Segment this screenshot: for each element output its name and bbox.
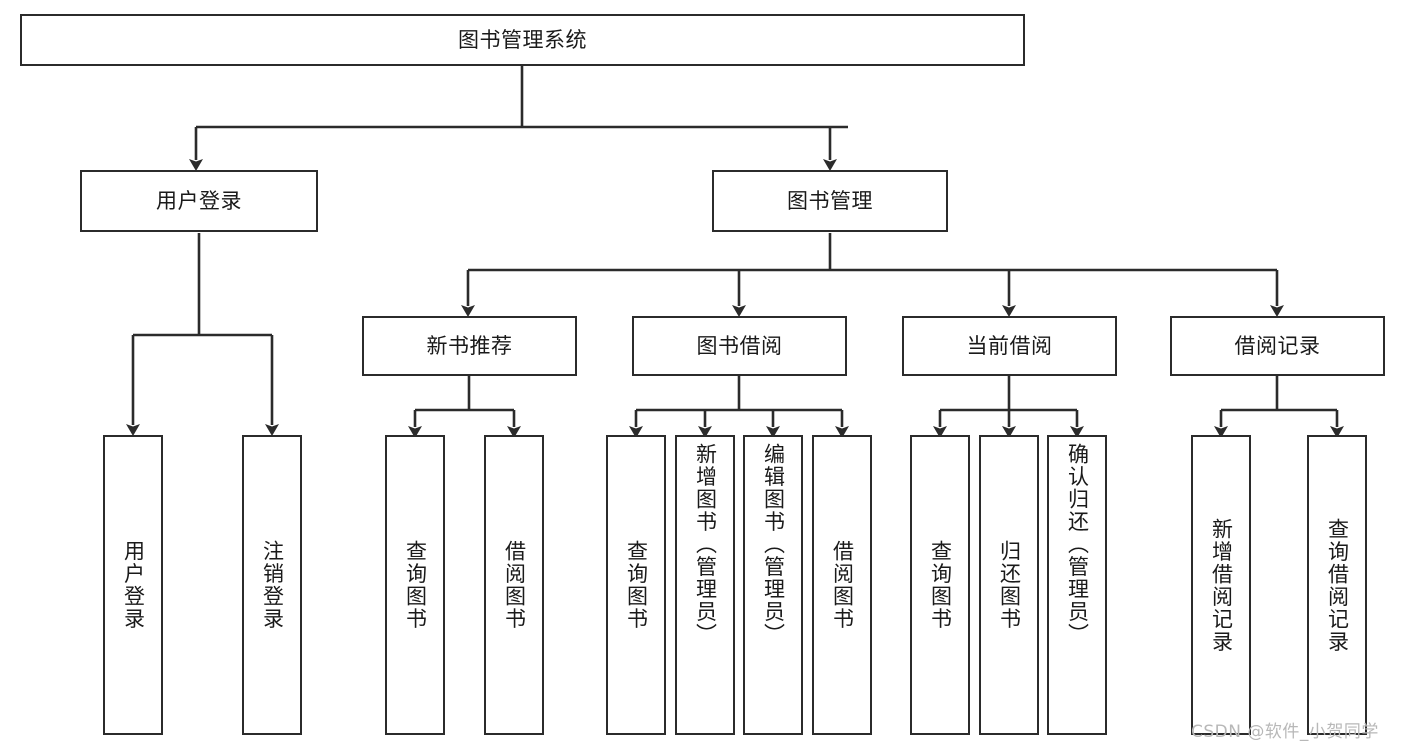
node-leaf-confirm-return-admin[interactable]: 确认归还（管理员） xyxy=(1047,435,1107,735)
node-borrow-record[interactable]: 借阅记录 xyxy=(1170,316,1385,376)
node-leaf-logout[interactable]: 注销登录 xyxy=(242,435,302,735)
node-leaf-add-book-admin[interactable]: 新增图书（管理员） xyxy=(675,435,735,735)
node-label: 用户登录 xyxy=(121,540,146,630)
node-label: 注销登录 xyxy=(260,540,285,630)
csdn-watermark: CSDN @软件_小贺同学 xyxy=(1191,722,1379,742)
node-leaf-query-book-current[interactable]: 查询图书 xyxy=(910,435,970,735)
node-label: 图书借阅 xyxy=(696,333,783,358)
node-label: 归还图书 xyxy=(997,540,1022,630)
node-leaf-return-book[interactable]: 归还图书 xyxy=(979,435,1039,735)
node-label: 图书管理系统 xyxy=(458,27,587,52)
node-label: 新增图书（管理员） xyxy=(693,443,718,646)
node-leaf-edit-book-admin[interactable]: 编辑图书（管理员） xyxy=(743,435,803,735)
node-leaf-query-borrow-record[interactable]: 查询借阅记录 xyxy=(1307,435,1367,735)
node-leaf-query-book-recommend[interactable]: 查询图书 xyxy=(385,435,445,735)
node-label: 查询借阅记录 xyxy=(1325,517,1350,653)
node-label: 查询图书 xyxy=(403,540,428,630)
node-label: 借阅记录 xyxy=(1234,333,1321,358)
node-leaf-borrow-book[interactable]: 借阅图书 xyxy=(812,435,872,735)
node-leaf-borrow-book-recommend[interactable]: 借阅图书 xyxy=(484,435,544,735)
node-leaf-query-book-borrow[interactable]: 查询图书 xyxy=(606,435,666,735)
node-label: 查询图书 xyxy=(624,540,649,630)
node-leaf-user-login[interactable]: 用户登录 xyxy=(103,435,163,735)
node-label: 确认归还（管理员） xyxy=(1065,443,1090,646)
node-current-borrow[interactable]: 当前借阅 xyxy=(902,316,1117,376)
node-book-borrow[interactable]: 图书借阅 xyxy=(632,316,847,376)
node-book-management[interactable]: 图书管理 xyxy=(712,170,948,232)
node-label: 用户登录 xyxy=(156,188,242,213)
node-label: 借阅图书 xyxy=(502,540,527,630)
node-label: 新书推荐 xyxy=(426,333,513,358)
node-user-login[interactable]: 用户登录 xyxy=(80,170,318,232)
node-label: 图书管理 xyxy=(787,188,873,213)
node-label: 编辑图书（管理员） xyxy=(761,443,786,646)
node-new-book-recommend[interactable]: 新书推荐 xyxy=(362,316,577,376)
node-label: 当前借阅 xyxy=(966,333,1053,358)
node-label: 查询图书 xyxy=(928,540,953,630)
node-label: 借阅图书 xyxy=(830,540,855,630)
node-leaf-add-borrow-record[interactable]: 新增借阅记录 xyxy=(1191,435,1251,735)
node-label: 新增借阅记录 xyxy=(1209,517,1234,653)
node-root-book-management-system[interactable]: 图书管理系统 xyxy=(20,14,1025,66)
